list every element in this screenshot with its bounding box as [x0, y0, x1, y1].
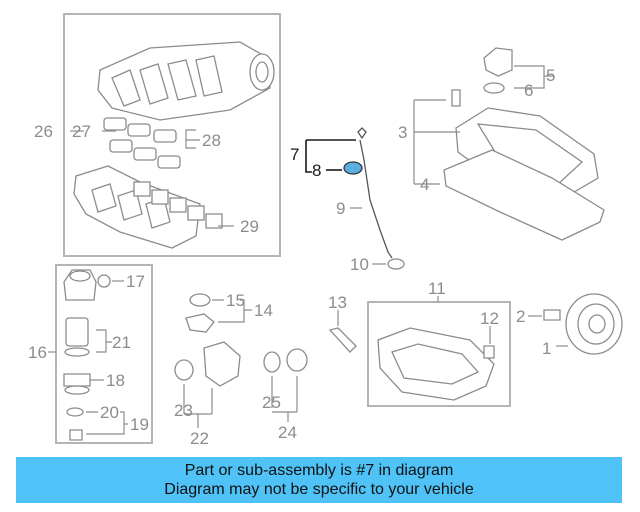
callout-9: 9	[336, 199, 345, 218]
o-ring-10-drawing	[387, 258, 405, 270]
callout-7: 7	[290, 145, 299, 164]
callout-29: 29	[240, 217, 259, 236]
callout-23: 23	[174, 401, 193, 420]
valve-cover-group: 3 4 5 6	[398, 47, 605, 241]
gasket-23-drawing	[174, 359, 194, 381]
callout-24: 24	[278, 423, 297, 442]
callout-8: 8	[312, 161, 321, 180]
gaskets-27-drawing	[103, 117, 181, 169]
intake-manifold-group: 26 27 28 29	[34, 13, 281, 257]
callout-21: 21	[112, 333, 131, 352]
cap-seal-drawing	[483, 82, 505, 94]
callout-19: 19	[130, 415, 149, 434]
water-outlet-group: 14 15 22 23 24 25	[174, 291, 308, 448]
callout-26: 26	[34, 122, 53, 141]
callout-3: 3	[398, 123, 407, 142]
callout-18: 18	[106, 371, 125, 390]
callout-5: 5	[546, 66, 555, 85]
callout-27: 27	[72, 122, 91, 141]
oil-cap-drawing	[483, 47, 513, 77]
callout-14: 14	[254, 301, 273, 320]
callout-25: 25	[262, 393, 281, 412]
cap-24-drawing	[286, 348, 308, 372]
bracket-13-drawing	[328, 327, 357, 353]
callout-6: 6	[524, 81, 533, 100]
gasket-15-drawing	[189, 293, 211, 307]
info-banner: Part or sub-assembly is #7 in diagram Di…	[16, 457, 622, 503]
oil-pan-group: 11 12 13	[328, 279, 511, 407]
callout-2: 2	[516, 307, 525, 326]
filter-element-drawing	[65, 317, 89, 347]
pcv-valve-drawing	[451, 89, 461, 107]
callout-11: 11	[428, 279, 446, 298]
oil-filter-group: 16 17 18 19 20 21	[28, 264, 153, 444]
crank-pulley-group: 1 2	[516, 293, 623, 358]
o-ring-17-drawing	[97, 274, 111, 288]
callout-1: 1	[542, 339, 551, 358]
callout-10: 10	[350, 255, 369, 274]
gaskets-29-drawing	[133, 181, 223, 229]
dipstick-tube-drawing	[359, 139, 393, 259]
callout-17: 17	[126, 272, 145, 291]
callout-16: 16	[28, 343, 47, 362]
callout-12: 12	[480, 309, 499, 328]
callout-28: 28	[202, 131, 221, 150]
sensor-14-drawing	[185, 313, 215, 333]
thermostat-housing-drawing	[203, 341, 241, 387]
banner-line-1: Part or sub-assembly is #7 in diagram	[184, 462, 454, 479]
gasket-25-drawing	[263, 351, 281, 373]
drain-plug-18-drawing	[63, 373, 91, 387]
drain-plug-12-drawing	[483, 345, 495, 359]
callout-20: 20	[100, 403, 119, 422]
callout-22: 22	[190, 429, 209, 448]
valve-cover-gasket-drawing	[443, 149, 605, 241]
bolt-2-drawing	[543, 309, 561, 321]
o-ring-8-drawing	[343, 161, 363, 175]
banner-line-2: Diagram may not be specific to your vehi…	[164, 481, 474, 498]
callout-4: 4	[420, 175, 429, 194]
intake-manifold-drawing	[97, 41, 275, 121]
callout-15: 15	[226, 291, 245, 310]
dipstick-group: 7 8 9 10	[290, 127, 405, 274]
callout-13: 13	[328, 293, 347, 312]
